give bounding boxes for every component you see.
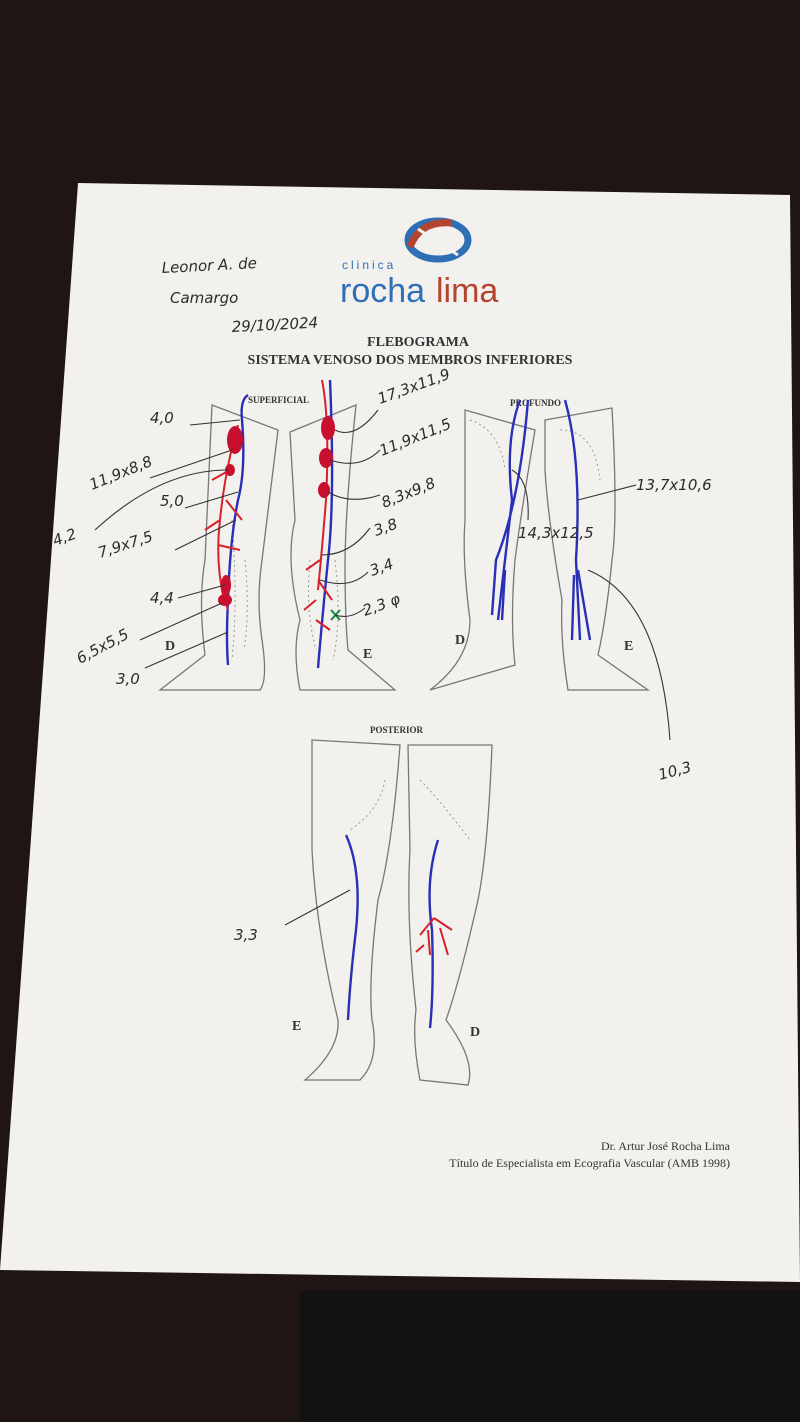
label-posterior-right: D (470, 1025, 480, 1040)
label-superficial-left: E (363, 647, 372, 662)
document-title: FLEBOGRAMA (367, 335, 470, 350)
measurement: 13,7x10,6 (636, 476, 712, 494)
label-profundo-right: D (455, 633, 465, 648)
patient-name-line1: Leonor A. de (161, 254, 257, 277)
label-profundo-left: E (624, 639, 633, 654)
logo-name-rocha: rocha (340, 272, 425, 310)
label-superficial-right: D (165, 639, 175, 654)
exam-date: 29/10/2024 (231, 313, 318, 336)
paper-sheet (0, 183, 800, 1282)
section-superficial: SUPERFICIAL (248, 395, 309, 405)
measurement: 3,0 (116, 670, 140, 688)
measurement: 5,0 (160, 492, 184, 510)
diagram-posterior: E D (292, 739, 493, 1086)
logo-name-lima: lima (436, 272, 498, 310)
clinic-logo: clinica rocha lima (340, 217, 498, 310)
section-profundo: PROFUNDO (510, 398, 561, 408)
measurement: 3,3 (234, 926, 258, 944)
doctor-credential: Título de Especialista em Ecografia Vasc… (449, 1156, 730, 1170)
measurement: 4,0 (150, 409, 174, 427)
patient-name-line2: Camargo (170, 289, 238, 307)
measurement: 4,4 (150, 589, 174, 607)
dark-object-bottom (300, 1290, 800, 1422)
diagram-profundo: D E (429, 399, 651, 691)
section-posterior: POSTERIOR (370, 725, 424, 735)
logo-small-text: clinica (342, 258, 396, 272)
label-posterior-left: E (292, 1019, 301, 1034)
annotation-arrows (94, 409, 671, 926)
document-subtitle: SISTEMA VENOSO DOS MEMBROS INFERIORES (248, 353, 573, 368)
doctor-name: Dr. Artur José Rocha Lima (601, 1139, 731, 1153)
measurement: 14,3x12,5 (518, 524, 594, 542)
